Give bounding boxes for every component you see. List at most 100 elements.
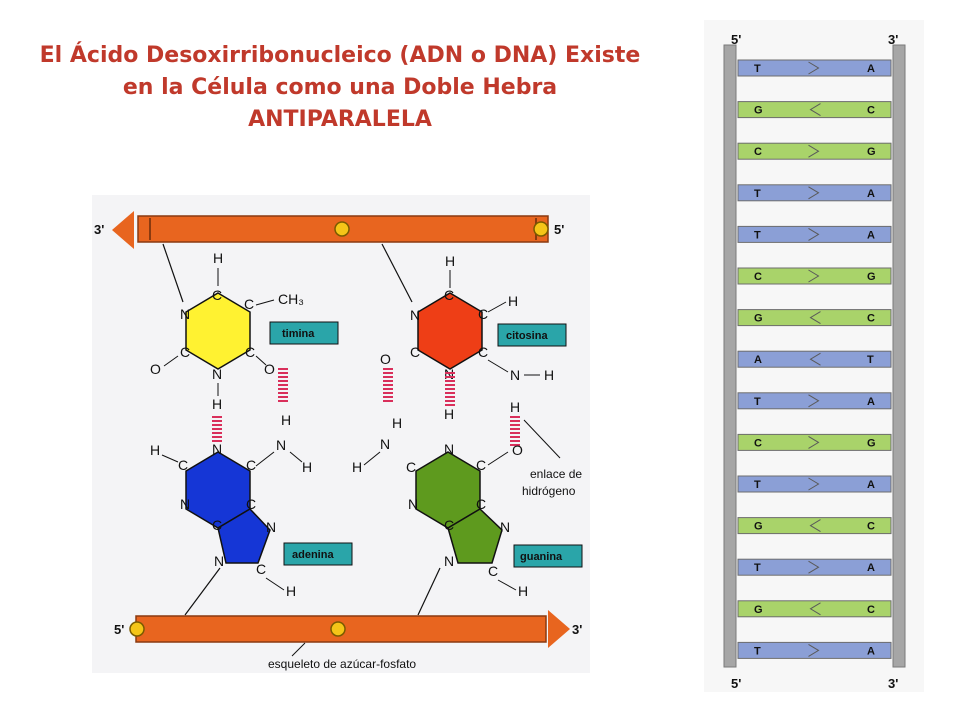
svg-text:H: H xyxy=(444,406,454,422)
base-right: G xyxy=(867,271,876,283)
base-left: C xyxy=(754,271,762,283)
svg-text:N: N xyxy=(212,366,222,382)
base-left: G xyxy=(754,521,763,533)
svg-text:CH₃: CH₃ xyxy=(278,291,304,307)
svg-text:O: O xyxy=(512,442,523,458)
svg-text:N: N xyxy=(408,496,418,512)
base-left: C xyxy=(754,146,762,158)
svg-text:N: N xyxy=(212,441,222,457)
base-pair-junction xyxy=(809,311,821,325)
ladder-bottom-right-label: 3' xyxy=(888,676,898,691)
bottom-backbone-strand: 5' 3' esqueleto de azúcar-fosfato xyxy=(114,610,582,671)
base-pair-bar xyxy=(737,309,892,327)
phosphate-node xyxy=(129,621,145,637)
hydrogen-bonds xyxy=(212,366,520,446)
base-left: T xyxy=(754,562,761,574)
svg-text:C: C xyxy=(256,561,266,577)
top-strand-left-label: 3' xyxy=(94,222,104,237)
base-pair-junction xyxy=(808,227,820,241)
ladder-bottom-left-label: 5' xyxy=(731,676,741,691)
base-left: A xyxy=(754,354,762,366)
backbone-label: esqueleto de azúcar-fosfato xyxy=(268,657,416,671)
base-pair-junction xyxy=(808,643,820,657)
base-left: C xyxy=(754,437,762,449)
bottom-strand-left-label: 5' xyxy=(114,622,124,637)
svg-text:H: H xyxy=(518,583,528,599)
svg-text:C: C xyxy=(212,287,222,303)
base-left: G xyxy=(754,313,763,325)
base-right: C xyxy=(867,105,875,117)
base-right: T xyxy=(867,354,874,366)
svg-text:H: H xyxy=(352,459,362,475)
svg-text:N: N xyxy=(266,519,276,535)
svg-text:O: O xyxy=(380,351,391,367)
title-line-3: ANTIPARALELA xyxy=(248,107,432,132)
svg-text:O: O xyxy=(150,361,161,377)
svg-text:C: C xyxy=(244,296,254,312)
guanine-molecule: O N H H C N C N C C N N C H guanina xyxy=(352,415,583,599)
svg-text:C: C xyxy=(444,517,454,533)
base-pair-bar xyxy=(737,225,892,243)
svg-text:H: H xyxy=(150,442,160,458)
base-pair-bar xyxy=(737,184,892,202)
base-pair-bar xyxy=(737,517,892,535)
base-pair-bar xyxy=(737,475,892,493)
base-right: A xyxy=(867,229,875,241)
base-right: G xyxy=(867,437,876,449)
base-pair-junction xyxy=(808,269,820,283)
svg-text:H: H xyxy=(213,250,223,266)
svg-text:C: C xyxy=(478,344,488,360)
svg-text:C: C xyxy=(476,457,486,473)
top-strand-arrow xyxy=(112,211,134,249)
phosphate-node xyxy=(533,221,549,237)
base-pair-bar xyxy=(737,433,892,451)
base-pair-junction xyxy=(809,103,821,117)
svg-text:C: C xyxy=(410,344,420,360)
hydrogen-bond-label-2: hidrógeno xyxy=(522,484,576,498)
svg-text:C: C xyxy=(212,517,222,533)
bottom-strand-arrow xyxy=(548,610,570,648)
svg-text:H: H xyxy=(302,459,312,475)
phosphate-node xyxy=(334,221,350,237)
base-pair-bar xyxy=(737,267,892,285)
base-right: A xyxy=(867,645,875,657)
svg-text:H: H xyxy=(212,396,222,412)
svg-text:C: C xyxy=(478,306,488,322)
svg-text:N: N xyxy=(276,437,286,453)
hydrogen-bond-label-1: enlace de xyxy=(530,467,582,481)
right-rail xyxy=(892,44,906,668)
svg-text:H: H xyxy=(508,293,518,309)
base-left: T xyxy=(754,63,761,75)
phosphate-node xyxy=(330,621,346,637)
svg-text:H: H xyxy=(445,253,455,269)
base-pair-junction xyxy=(808,61,820,75)
svg-text:N: N xyxy=(410,307,420,323)
base-right: A xyxy=(867,396,875,408)
base-right: A xyxy=(867,479,875,491)
svg-text:O: O xyxy=(264,361,275,377)
svg-text:N: N xyxy=(180,496,190,512)
ladder-top-right-label: 3' xyxy=(888,32,898,47)
adenine-molecule: H N H N C H C N C C N N C H adenina xyxy=(150,412,353,599)
cytosine-label: citosina xyxy=(506,330,548,342)
svg-text:N: N xyxy=(510,367,520,383)
base-right: C xyxy=(867,604,875,616)
svg-text:C: C xyxy=(406,459,416,475)
top-strand-right-label: 5' xyxy=(554,222,564,237)
base-left: T xyxy=(754,188,761,200)
svg-text:C: C xyxy=(245,344,255,360)
svg-text:C: C xyxy=(180,344,190,360)
base-pair-bar xyxy=(737,600,892,618)
base-pair-bar xyxy=(737,350,892,368)
